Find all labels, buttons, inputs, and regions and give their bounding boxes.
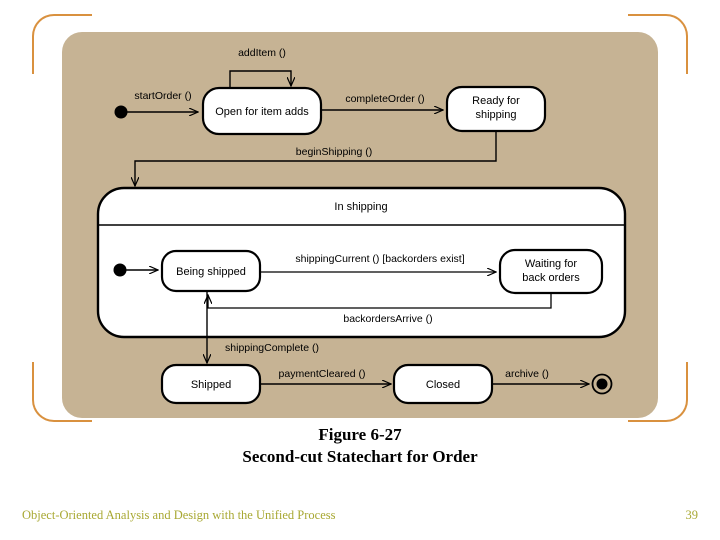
diagram-panel	[62, 32, 658, 418]
corner-bracket-top-left	[32, 14, 92, 74]
corner-bracket-bottom-right	[628, 362, 688, 422]
footer-book-title: Object-Oriented Analysis and Design with…	[22, 508, 336, 522]
figure-caption: Figure 6-27 Second-cut Statechart for Or…	[0, 424, 720, 469]
caption-line-1: Figure 6-27	[318, 425, 402, 444]
corner-bracket-bottom-left	[32, 362, 92, 422]
slide-footer: Object-Oriented Analysis and Design with…	[0, 508, 720, 526]
caption-line-2: Second-cut Statechart for Order	[242, 447, 478, 467]
footer-page-number: 39	[685, 508, 699, 522]
corner-bracket-top-right	[628, 14, 688, 74]
